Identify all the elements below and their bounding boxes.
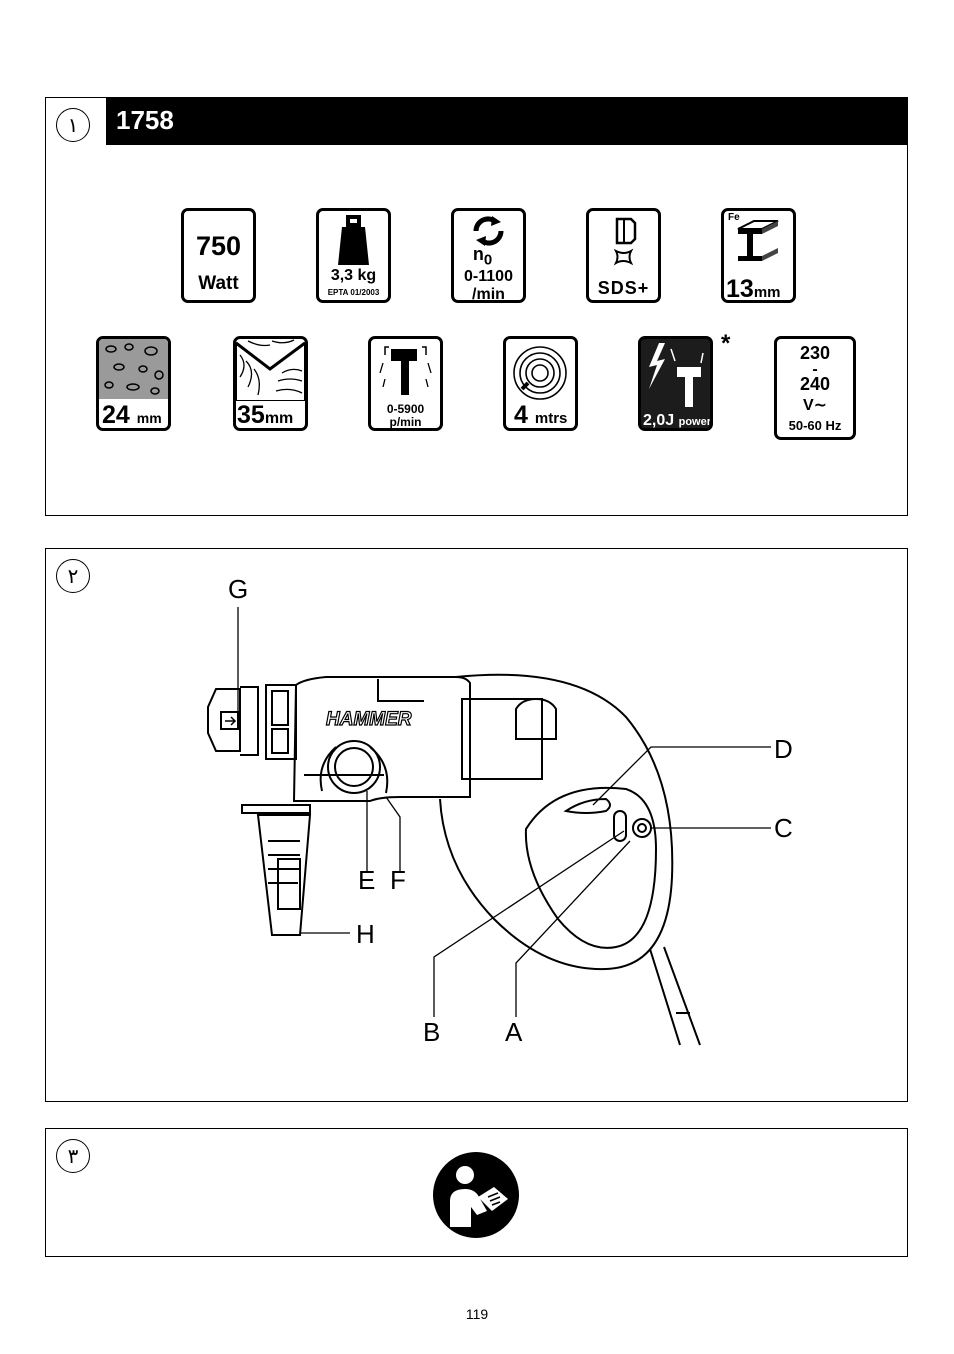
voltage-v: V: [802, 397, 814, 414]
energy-unit: power: [678, 416, 711, 428]
concrete-unit: mm: [136, 410, 162, 426]
label-a: A: [505, 1017, 523, 1047]
label-e: E: [358, 865, 376, 895]
concrete-drill-icon: 24 mm: [96, 336, 171, 431]
impact-energy-icon: 2,0J power: [638, 336, 713, 431]
voltage-icon: 230 - 240 V~ 50-60 Hz: [774, 336, 856, 440]
chuck-label: SDS+: [597, 278, 650, 298]
speed-subscript: 0: [483, 251, 493, 269]
label-d: D: [774, 734, 793, 764]
wood-drill-icon: 35mm: [233, 336, 308, 431]
parts-diagram-panel: ٢: [45, 548, 908, 1102]
section-marker-2: ٢: [56, 559, 90, 593]
steel-unit: mm: [753, 284, 781, 301]
cable-unit: mtrs: [534, 410, 568, 427]
voltage-v1: 230: [799, 343, 831, 363]
label-g: G: [228, 574, 249, 604]
steel-value: 13: [726, 275, 754, 303]
brand-logo: HAMMER: [326, 709, 412, 730]
footnote-asterisk: *: [721, 330, 731, 357]
label-h: H: [356, 919, 375, 949]
wood-unit: mm: [264, 410, 294, 427]
label-b: B: [423, 1017, 441, 1047]
label-c: C: [774, 813, 793, 843]
label-f: F: [390, 865, 406, 895]
voltage-hz: 50-60 Hz: [788, 418, 842, 433]
speed-symbol: n: [472, 244, 484, 264]
page-number: 119: [465, 1306, 489, 1322]
spec-panel: ١ 1758 750 Watt 3,3 kg EPTA 01/2003 n0 0…: [45, 97, 908, 516]
weight-icon: 3,3 kg EPTA 01/2003: [316, 208, 391, 303]
speed-value: 0-1100: [464, 268, 513, 285]
energy-value: 2,0J: [643, 412, 675, 429]
cable-length-icon: 4 mtrs: [503, 336, 578, 431]
model-title: 1758: [106, 97, 908, 145]
rotary-hammer-drawing: HAMMER: [207, 607, 771, 1046]
section-marker-3: ٣: [56, 1139, 90, 1173]
steel-material: Fe: [728, 212, 740, 223]
concrete-value: 24: [102, 401, 130, 429]
impact-unit: p/min: [389, 415, 422, 429]
weight-note: EPTA 01/2003: [327, 288, 380, 297]
impact-rate-icon: 0-5900 p/min: [368, 336, 443, 431]
section-marker-1: ١: [56, 108, 90, 142]
read-manual-panel: ٣: [45, 1128, 908, 1257]
wood-value: 35: [237, 401, 265, 429]
power-icon: 750 Watt: [181, 208, 256, 303]
weight-value: 3,3 kg: [330, 267, 377, 284]
speed-unit: /min: [472, 286, 505, 303]
power-value: 750: [195, 231, 242, 261]
impact-value: 0-5900: [386, 402, 425, 416]
voltage-v2: 240: [799, 374, 831, 394]
cable-value: 4: [514, 401, 528, 429]
speed-icon: n0 0-1100 /min: [451, 208, 526, 303]
power-unit: Watt: [198, 273, 239, 294]
read-manual-icon: [433, 1152, 519, 1238]
voltage-dash: -: [812, 361, 818, 378]
voltage-ac-symbol: ~: [813, 395, 828, 414]
steel-icon: Fe 13mm: [721, 208, 796, 303]
sds-chuck-icon: SDS+: [586, 208, 661, 303]
